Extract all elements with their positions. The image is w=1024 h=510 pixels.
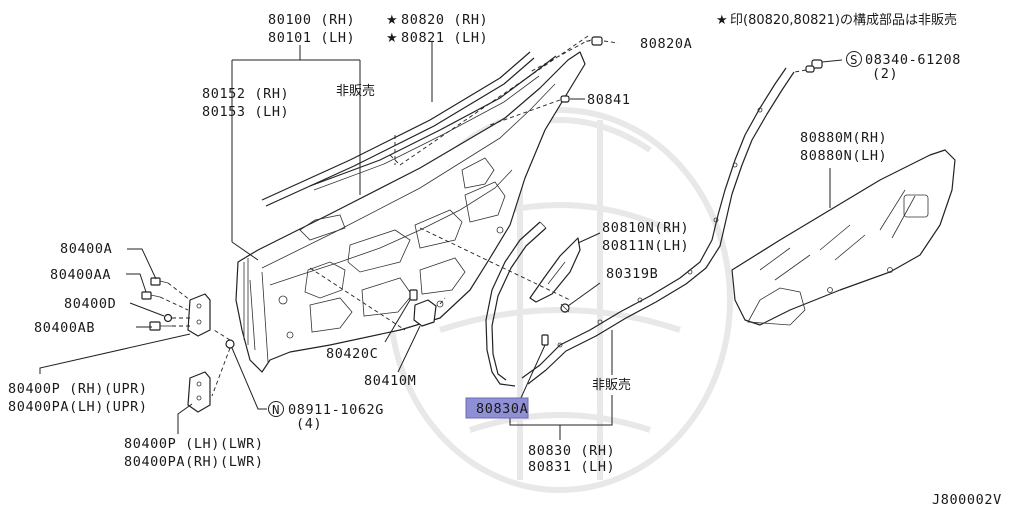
bolt-80400AB[interactable] [149,321,172,331]
label-80400A: 80400A [60,241,112,257]
label-08340-code: 08340-61208 [865,52,961,68]
label-80400PA-lwr: 80400PA(RH)(LWR) [124,454,264,470]
label-80811N: 80811N(LH) [602,238,689,254]
label-80410M: 80410M [364,373,416,389]
label-80400P-upr: 80400P (RH)(UPR) [8,381,148,397]
bolt-80400A[interactable] [150,277,169,286]
star-80821: ★ [386,31,398,46]
hinge-80400P-upr[interactable] [187,293,211,337]
label-80101: 80101 (LH) [268,30,355,46]
note-star: ★ [716,13,728,28]
label-08911-code: 08911-1062G [288,402,384,418]
n-circle-icon [268,401,284,417]
label-80820: 80820 (RH) [401,12,488,28]
label-80830A-highlighted[interactable]: 80830A [465,397,529,419]
note-text: 印(80820,80821)の構成部品は非販売 [730,12,957,28]
label-80400P-lwr: 80400P (LH)(LWR) [124,436,264,452]
leader-lines [39,35,843,440]
label-hihanbai-bottom: 非販売 [592,377,631,393]
sash-strip-80152[interactable] [261,51,535,207]
bolt-08911[interactable] [225,339,235,349]
s-circle-icon [846,51,862,67]
door-trim-80880M[interactable] [731,149,956,326]
latch-80410M[interactable] [413,299,444,327]
label-80400PA-upr: 80400PA(LH)(UPR) [8,399,148,415]
screw-08340-61208[interactable] [805,59,823,73]
bracket-80810N[interactable] [529,237,581,303]
label-80100: 80100 (RH) [268,12,355,28]
label-80880M: 80880M(RH) [800,130,887,146]
label-08340-qty: (2) [872,66,898,82]
label-80152: 80152 (RH) [202,86,289,102]
label-80821: 80821 (LH) [401,30,488,46]
diagram-code: J800002V [932,492,1002,508]
label-80810N: 80810N(RH) [602,220,689,236]
door-weatherstrip-80830A[interactable] [485,221,547,387]
hinge-80400P-lwr[interactable] [187,371,211,413]
label-80830: 80830 (RH) [528,443,615,459]
weatherstrip-80820[interactable] [309,55,557,191]
label-08340: S 08340-61208 (2) [846,51,961,82]
s-circle-letter: S [850,52,858,67]
label-08911-qty: (4) [296,416,322,432]
lock-80420C[interactable] [409,289,418,301]
washer-80400D[interactable] [163,313,173,323]
door-shell-80100[interactable] [235,51,586,373]
label-08911: N 08911-1062G (4) [268,401,384,432]
label-hihanbai-top: 非販売 [336,83,375,99]
label-80841: 80841 [587,92,631,108]
label-80400AA: 80400AA [50,267,111,283]
bolt-80400AA[interactable] [141,291,161,300]
label-80831: 80831 (LH) [528,459,615,475]
note-block: ★ 印(80820,80821)の構成部品は非販売 [716,12,957,28]
label-80420C: 80420C [326,346,378,362]
label-80400D: 80400D [64,296,116,312]
highlight-box [465,397,529,419]
label-80319B: 80319B [606,266,658,282]
n-circle-letter: N [272,402,280,417]
clip-80841[interactable] [560,95,570,103]
body-weatherstrip-80830[interactable] [521,67,795,385]
star-80820: ★ [386,13,398,28]
label-80153: 80153 (LH) [202,104,289,120]
clip-80830A-part[interactable] [541,334,549,346]
label-80880N: 80880N(LH) [800,148,887,164]
screw-80319B[interactable] [560,303,570,313]
label-80820A: 80820A [640,36,692,52]
label-80400AB: 80400AB [34,320,95,336]
label-80830A: 80830A [476,401,528,417]
